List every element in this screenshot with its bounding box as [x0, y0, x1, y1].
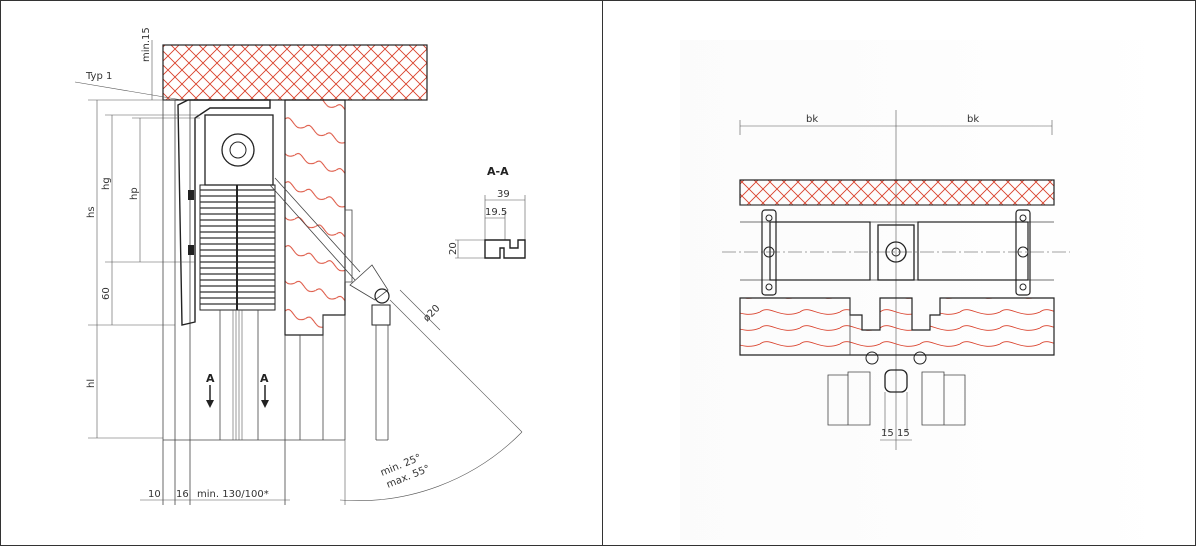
section-markers — [206, 385, 269, 408]
label-section-a-right: A — [260, 372, 269, 385]
head-box — [177, 99, 271, 326]
label-bk-left: bk — [806, 114, 818, 125]
ceiling-concrete — [162, 44, 428, 101]
label-typ1: Typ 1 — [85, 71, 112, 82]
angle-arc — [339, 431, 523, 501]
plan-blind-housing — [722, 204, 1070, 296]
label-dim16: 16 — [176, 489, 189, 500]
right-plan-view: bk bk — [722, 110, 1070, 450]
motor-housing — [204, 114, 274, 186]
label-dim20: 20 — [448, 242, 459, 255]
vertical-dimensions — [74, 40, 200, 439]
section-aa-title: A-A — [487, 165, 509, 178]
crank-handle — [375, 325, 389, 441]
label-section-a-left: A — [206, 372, 215, 385]
label-diameter: ø20 — [421, 303, 442, 324]
crank-rod — [269, 177, 361, 281]
label-min15: min.15 — [141, 27, 152, 62]
label-min130: min. 130/100* — [197, 489, 269, 500]
label-dim195: 19.5 — [485, 207, 507, 218]
label-dim15-left: 15 — [881, 428, 894, 439]
label-dim39: 39 — [497, 189, 510, 200]
plan-wood-lintel — [739, 297, 1055, 356]
label-dim10: 10 — [148, 489, 161, 500]
wood-lintel — [284, 99, 346, 336]
plan-window-frame — [827, 351, 966, 432]
plan-concrete — [739, 179, 1055, 206]
label-bk-right: bk — [967, 114, 979, 125]
section-aa-detail: A-A 39 19.5 20 — [448, 165, 526, 259]
left-elevation-view: min.15 Typ 1 hs hg hp 60 hl A A 10 16 mi… — [74, 27, 523, 505]
label-60: 60 — [101, 287, 112, 300]
label-hp: hp — [129, 187, 140, 200]
right-panel-background-shading — [680, 40, 1180, 540]
label-dim15-right: 15 — [897, 428, 910, 439]
label-hs: hs — [86, 206, 97, 218]
drive-roller — [221, 133, 255, 167]
lamella-stack — [199, 184, 276, 311]
label-hl: hl — [86, 379, 97, 388]
label-hg: hg — [101, 177, 112, 190]
